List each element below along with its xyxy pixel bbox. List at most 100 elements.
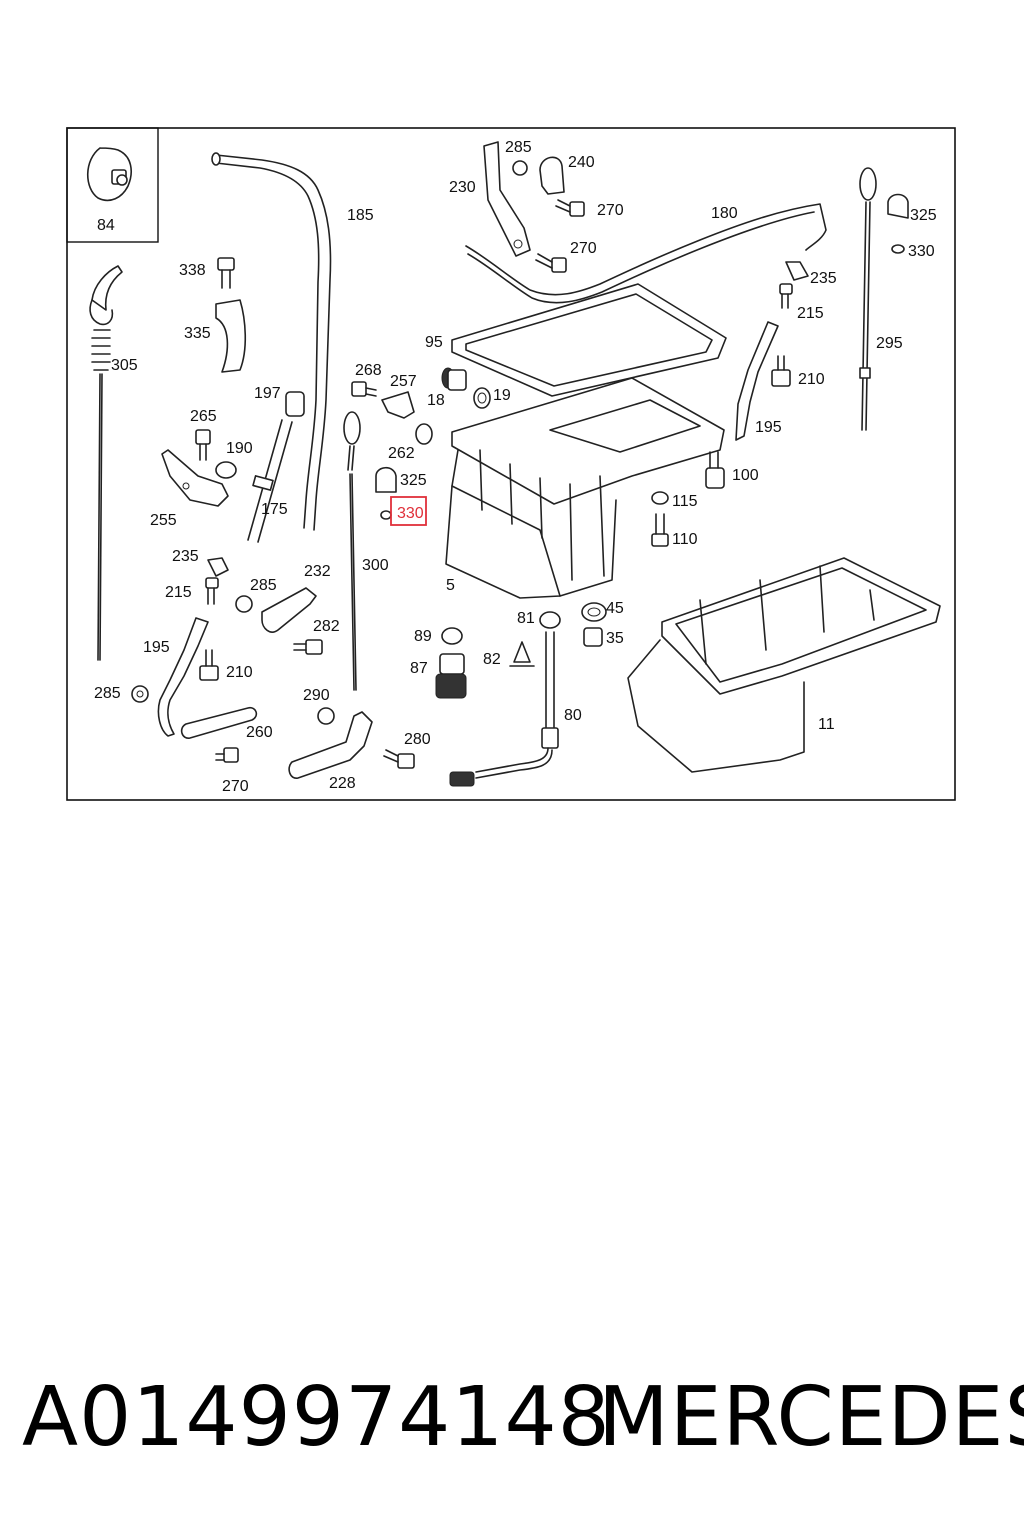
callout[interactable]: 210 (226, 664, 253, 681)
part-325-cap-right (887, 193, 909, 219)
callout[interactable]: 89 (414, 628, 432, 645)
callout[interactable]: 235 (172, 548, 199, 565)
callout[interactable]: 265 (190, 408, 217, 425)
part-81-seal (539, 611, 561, 629)
part-300-dipstick (343, 411, 361, 691)
callout[interactable]: 282 (313, 618, 340, 635)
callout[interactable]: 87 (410, 660, 428, 677)
callout[interactable]: 18 (427, 392, 445, 409)
callout[interactable]: 84 (97, 217, 115, 234)
part-260-strap (180, 706, 258, 739)
callout[interactable]: 285 (250, 577, 277, 594)
callout[interactable]: 5 (446, 577, 455, 594)
part-185-guide-tube (211, 152, 332, 531)
part-268-bolt (351, 381, 377, 397)
callout[interactable]: 335 (184, 325, 211, 342)
part-230-bracket (483, 141, 531, 257)
callout[interactable]: 300 (362, 557, 389, 574)
callout[interactable]: 175 (261, 501, 288, 518)
callout[interactable]: 290 (303, 687, 330, 704)
part-262-spacer (415, 423, 433, 445)
callout[interactable]: 240 (568, 154, 595, 171)
callout[interactable]: 257 (390, 373, 417, 390)
part-19-seal (473, 387, 491, 409)
part-215-screw-right (779, 283, 793, 309)
callout[interactable]: 82 (483, 651, 501, 668)
part-180-pipe (465, 203, 827, 304)
callout[interactable]: 190 (226, 440, 253, 457)
callout[interactable]: 195 (755, 419, 782, 436)
part-110-bolt (651, 513, 669, 547)
callout[interactable]: 11 (818, 716, 835, 733)
part-18-plug (441, 367, 467, 391)
part-45-seal (581, 602, 607, 622)
part-295-dipstick-right (859, 167, 877, 431)
callout[interactable]: 100 (732, 467, 759, 484)
part-190-grommet (215, 461, 237, 479)
callout[interactable]: 110 (672, 531, 698, 548)
callout[interactable]: 215 (797, 305, 824, 322)
callout[interactable]: 81 (517, 610, 535, 627)
part-270-bolt-top-b (535, 253, 567, 273)
callout[interactable]: 180 (711, 205, 738, 222)
callout[interactable]: 262 (388, 445, 415, 462)
callout[interactable]: 305 (111, 357, 138, 374)
callout-highlighted[interactable]: 330 (397, 505, 424, 522)
part-197-sleeve (285, 391, 305, 417)
part-210-bolt-right (771, 355, 791, 387)
callout[interactable]: 195 (143, 639, 170, 656)
part-82-clip (509, 641, 535, 667)
callout[interactable]: 235 (810, 270, 837, 287)
part-195-bracket-left (157, 617, 209, 737)
callout[interactable]: 325 (910, 207, 937, 224)
highlight-box (390, 496, 427, 526)
callout[interactable]: 197 (254, 385, 281, 402)
callout[interactable]: 95 (425, 334, 443, 351)
callout[interactable]: 215 (165, 584, 192, 601)
part-265-bolt (195, 429, 211, 461)
callout[interactable]: 295 (876, 335, 903, 352)
callout[interactable]: 115 (672, 493, 698, 510)
callout[interactable]: 270 (597, 202, 624, 219)
callout[interactable]: 270 (222, 778, 249, 795)
callout[interactable]: 80 (564, 707, 582, 724)
part-84-cable-tie (87, 147, 132, 202)
part-5-oil-pan-upper (445, 377, 725, 599)
part-305-dipstick (89, 265, 123, 661)
callout[interactable]: 270 (570, 240, 597, 257)
part-270-bolt-lower (215, 747, 239, 763)
part-335-bracket (215, 299, 247, 373)
callout[interactable]: 230 (449, 179, 476, 196)
callout[interactable]: 19 (493, 387, 511, 404)
callout[interactable]: 255 (150, 512, 177, 529)
callout[interactable]: 325 (400, 472, 427, 489)
part-100-plug (705, 451, 725, 489)
part-215-screw-left (205, 577, 219, 605)
part-330-ring-right (891, 244, 905, 254)
callout[interactable]: 268 (355, 362, 382, 379)
callout[interactable]: 260 (246, 724, 273, 741)
part-240-clip (539, 156, 565, 195)
part-210-bolt-left (199, 649, 219, 681)
part-285-nut-mid (235, 595, 253, 613)
callout[interactable]: 280 (404, 731, 431, 748)
part-95-gasket (451, 283, 727, 397)
part-325-cap-center (375, 466, 397, 493)
callout[interactable]: 210 (798, 371, 825, 388)
part-270-bolt-top-a (555, 199, 585, 217)
callout[interactable]: 285 (94, 685, 121, 702)
callout[interactable]: 45 (606, 600, 624, 617)
callout[interactable]: 185 (347, 207, 374, 224)
callout[interactable]: 35 (606, 630, 624, 647)
part-338-bolt (217, 257, 235, 289)
callout[interactable]: 232 (304, 563, 331, 580)
part-235-clip-left (207, 557, 229, 577)
inset-box (66, 127, 159, 243)
part-195-bracket-right (735, 321, 779, 441)
brand-name: MERCEDES (598, 1370, 1024, 1465)
callout[interactable]: 228 (329, 775, 356, 792)
callout[interactable]: 338 (179, 262, 206, 279)
callout[interactable]: 330 (908, 243, 935, 260)
part-255-bracket (161, 449, 229, 507)
callout[interactable]: 285 (505, 139, 532, 156)
